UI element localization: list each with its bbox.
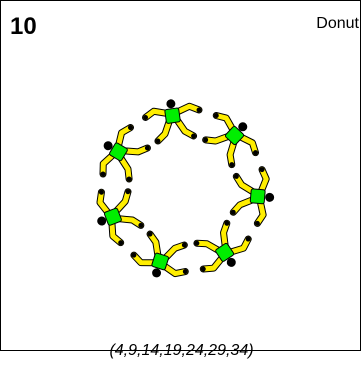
skydiver-figure bbox=[193, 219, 252, 273]
skydiver-figure bbox=[229, 166, 275, 227]
skydiver-figure bbox=[202, 112, 260, 169]
skydiver-figure bbox=[99, 124, 151, 183]
skydiver-figure bbox=[130, 230, 189, 278]
skydiver-figure bbox=[142, 99, 203, 145]
formation-name: Donut bbox=[316, 15, 359, 32]
formation-card: 10 Donut bbox=[0, 0, 361, 351]
formation-number: 10 bbox=[10, 13, 37, 40]
skydiver-figure bbox=[96, 188, 145, 247]
slot-sequence: (4,9,14,19,24,29,34) bbox=[109, 342, 254, 359]
